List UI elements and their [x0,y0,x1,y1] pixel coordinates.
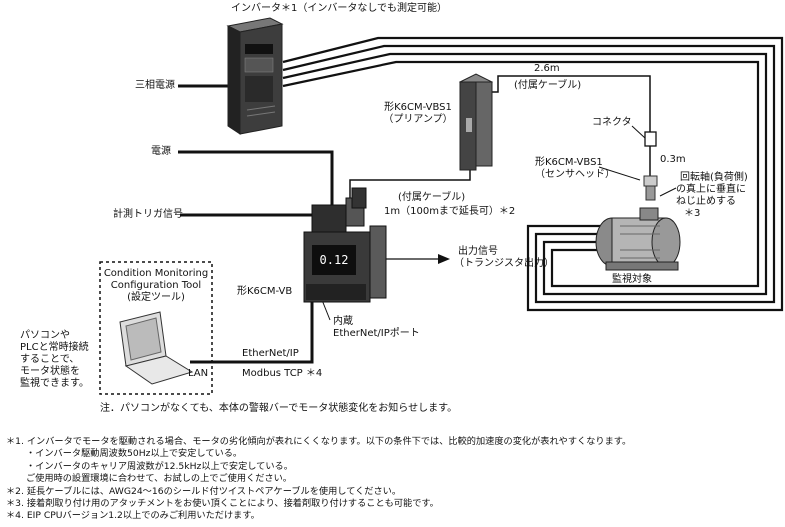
ethernet-ip-label: EtherNet/IP [242,348,299,359]
mount-note-1: 回転軸(負荷側) [680,172,748,183]
preamp-model-label: 形K6CM-VBS1 [384,102,452,113]
inverter-label: インバータ＊1（インバータなしでも測定可能） [231,3,448,14]
footnote-1b: ・インバータのキャリア周波数が12.5kHz以上で安定している。 [26,460,293,472]
footnotes: ＊1. インバータでモータを駆動される場合、モータの劣化傾向が表れにくくなります… [6,436,631,523]
main-unit-icon: 0.12 [303,187,387,303]
pc-note-2: PLCと常時接続 [20,342,89,353]
mount-note-3: ねじ止めする [676,196,736,207]
preamp-name-label: （プリアンプ） [383,114,453,125]
inverter-motor-cable [282,36,784,312]
mount-note-2: の真上に垂直に [676,184,746,195]
footnote-1c: ご使用時の設置環境に合わせて、お試しの上でご使用ください。 [26,473,292,485]
footnote-1a: ・インバータ駆動周波数50Hz以上で安定している。 [26,448,243,460]
cable-2-6-label: 2.6m [534,63,560,74]
tool-line3: (設定ツール) [127,292,185,303]
main-note: 注．パソコンがなくても、本体の警報バーでモータ状態変化をお知らせします。 [100,403,458,414]
monitored-object-label: 監視対象 [612,274,652,285]
footnote-4: ＊4. EIP CPUバージョン1.2以上でのみご利用いただけます。 [6,510,260,522]
modbus-label: Modbus TCP ＊4 [242,368,323,379]
footnote-1: ＊1. インバータでモータを駆動される場合、モータの劣化傾向が表れにくくなります… [6,436,632,447]
motor-icon [595,207,681,271]
config-tool-box [99,261,213,395]
footnote-2: ＊2. 延長ケーブルには、AWG24〜16のシールド付ツイストペアケーブルを使用… [6,485,402,497]
builtin-label: 内蔵 [333,316,353,327]
laptop-icon [119,311,194,385]
lan-label: LAN [188,368,209,379]
cable-0-3-label: 0.3m [660,154,686,165]
pc-note-4: モータ状態を [20,366,80,377]
pc-note-3: することで、 [20,354,80,365]
display-value: 0.12 [320,253,349,267]
power-label: 電源 [151,146,171,157]
inverter-icon [226,17,284,135]
transistor-output-label: （トランジスタ出力） [454,258,554,269]
three-phase-label: 三相電源 [135,80,175,91]
preamp-icon [458,73,494,171]
pc-note-1: パソコンや [20,330,70,341]
tool-line1: Condition Monitoring [103,268,209,279]
output-arrow [382,254,450,264]
preamp-main-cable [349,166,471,200]
connector-icon [644,131,657,147]
ethernet-port-label: EtherNet/IPポート [333,328,420,339]
sensor-model-label: 形K6CM-VBS1 [535,157,603,168]
power-line [178,150,334,205]
sensor-head-icon [643,175,658,201]
attached-cable-bottom-label: (付属ケーブル) [398,192,466,203]
tool-line2: Configuration Tool [110,280,202,291]
mount-note-4: ＊3 [684,208,701,219]
attached-cable-top-label: (付属ケーブル) [514,80,582,91]
cable-1m-label: 1m（100mまで延長可）＊2 [384,206,516,217]
ethernet-line [190,300,314,364]
output-signal-label: 出力信号 [458,246,498,257]
trigger-label: 計測トリガ信号 [113,209,183,220]
pc-note-5: 監視できます。 [20,378,89,389]
main-unit-label: 形K6CM-VB [237,286,293,297]
connector-label: コネクタ [592,117,632,128]
footnote-3: ＊3. 接着剤取り付け用のアタッチメントをお使い頂くことにより、接着剤取り付けす… [6,498,439,510]
sensor-name-label: （センサヘッド） [535,169,615,180]
